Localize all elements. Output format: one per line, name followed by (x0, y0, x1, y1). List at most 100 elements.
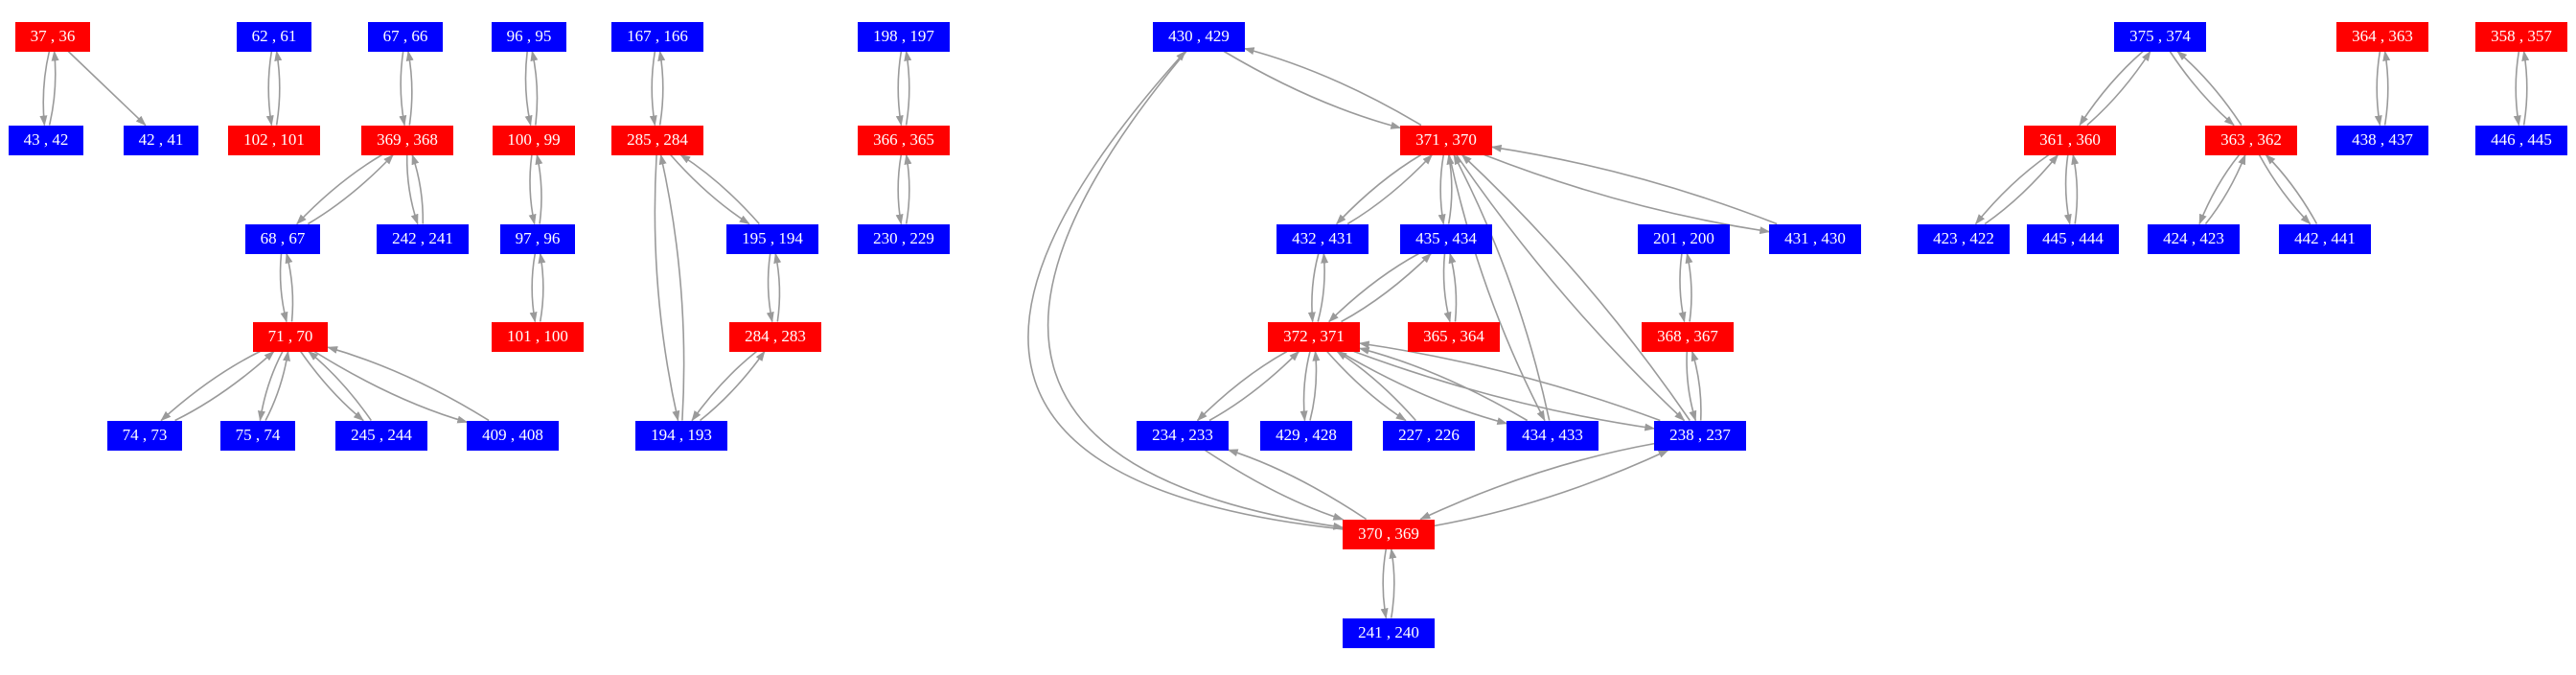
graph-edge (285, 252, 294, 322)
graph-edge (2382, 50, 2391, 126)
graph-node-n68_67: 68 , 67 (244, 223, 321, 254)
graph-node-n358_357: 358 , 357 (2475, 21, 2567, 52)
graph-node-n369_368: 369 , 368 (361, 125, 453, 155)
graph-edge (1227, 449, 1368, 521)
graph-edge (67, 50, 147, 127)
graph-edge (48, 50, 59, 126)
graph-edge (670, 153, 750, 225)
graph-edge (1223, 50, 1402, 129)
graph-node-n234_233: 234 , 233 (1137, 420, 1229, 451)
graph-node-n195_194: 195 , 194 (726, 223, 818, 254)
graph-edge (1984, 153, 2059, 225)
graph-edge (1300, 351, 1311, 422)
graph-edge (1328, 252, 1419, 323)
graph-edge (1434, 449, 1669, 527)
graph-node-n361_360: 361 , 360 (2024, 125, 2116, 155)
graph-edge (327, 346, 490, 422)
graph-node-n375_374: 375 , 374 (2114, 21, 2206, 52)
graph-edge (2374, 51, 2382, 127)
graph-node-n74_73: 74 , 73 (106, 420, 183, 451)
graph-node-n442_441: 442 , 441 (2279, 223, 2371, 254)
graph-node-n238_237: 238 , 237 (1654, 420, 1746, 451)
graph-edge (2204, 153, 2246, 225)
graph-node-n43_42: 43 , 42 (8, 125, 84, 155)
graph-edge (528, 154, 537, 225)
graph-edge (2513, 51, 2521, 127)
graph-edge (1046, 50, 1345, 530)
graph-node-n71_70: 71 , 70 (252, 321, 329, 352)
edge-group (39, 47, 2530, 619)
graph-edge (1484, 153, 1771, 235)
graph-edge (1243, 47, 1422, 127)
graph-edge (39, 51, 51, 127)
graph-edge (904, 50, 912, 126)
graph-node-n245_244: 245 , 244 (335, 420, 427, 451)
graph-edge (1974, 153, 2050, 225)
graph-edge (529, 253, 538, 323)
graph-node-n434_433: 434 , 433 (1506, 420, 1598, 451)
graph-edge (1336, 153, 1422, 225)
graph-node-n37_36: 37 , 36 (14, 21, 91, 52)
graph-edge (530, 50, 539, 126)
graph-edge (1442, 253, 1452, 323)
graph-edge (1389, 547, 1397, 618)
graph-edge (1341, 252, 1432, 323)
graph-edge (1027, 50, 1344, 530)
graph-edge (1453, 153, 1551, 421)
graph-edge (1358, 340, 1661, 422)
graph-edge (1448, 252, 1458, 322)
graph-edge (1208, 350, 1300, 422)
graph-edge (265, 51, 274, 127)
graph-edge (160, 350, 261, 422)
graph-node-n97_96: 97 , 96 (499, 223, 576, 254)
graph-edge (2079, 50, 2144, 127)
graph-edge (657, 50, 666, 126)
graph-node-n371_370: 371 , 370 (1400, 125, 1492, 155)
graph-node-n101_100: 101 , 100 (492, 321, 584, 352)
graph-edge (895, 154, 904, 225)
graph-edge (174, 350, 275, 422)
graph-edge (1358, 346, 1529, 422)
graph-edge (524, 51, 533, 127)
graph-edge (274, 50, 283, 126)
graph-edge (405, 154, 419, 225)
graph-node-n431_430: 431 , 430 (1769, 223, 1861, 254)
graph-edge (1685, 252, 1693, 322)
graph-node-n67_66: 67 , 66 (367, 21, 444, 52)
graph-edge (411, 153, 425, 224)
graph-node-n241_240: 241 , 240 (1343, 617, 1435, 648)
graph-edge (773, 252, 782, 322)
graph-edge (307, 153, 394, 225)
graph-node-n167_166: 167 , 166 (611, 21, 703, 52)
graph-edge (1307, 253, 1320, 323)
graph-edge (2169, 51, 2235, 127)
graph-edge (399, 51, 407, 127)
graph-edge (1336, 350, 1416, 422)
graph-node-n430_429: 430 , 429 (1153, 21, 1245, 52)
graph-edge (766, 253, 774, 323)
graph-node-n242_241: 242 , 241 (377, 223, 469, 254)
graph-edge (2265, 153, 2318, 224)
graph-node-n423_422: 423 , 422 (1918, 223, 2010, 254)
graph-edge (264, 350, 290, 421)
graph-edge (904, 153, 912, 224)
graph-edge (1686, 351, 1697, 422)
graph-edge (1204, 449, 1345, 521)
graph-edge (535, 153, 543, 224)
graph-edge (1419, 442, 1655, 521)
graph-node-n227_226: 227 , 226 (1383, 420, 1475, 451)
graph-node-n364_363: 364 , 363 (2336, 21, 2428, 52)
graph-node-n230_229: 230 , 229 (858, 223, 950, 254)
graph-node-n429_428: 429 , 428 (1260, 420, 1352, 451)
graph-node-n194_193: 194 , 193 (635, 420, 727, 451)
graph-node-n370_369: 370 , 369 (1343, 519, 1435, 549)
graph-edge (658, 153, 685, 421)
graph-edge (679, 153, 760, 225)
graph-edge (2071, 153, 2080, 224)
graph-node-n368_367: 368 , 367 (1642, 321, 1734, 352)
graph-node-n446_445: 446 , 445 (2475, 125, 2567, 155)
graph-edge (2176, 50, 2242, 126)
graph-edge (895, 51, 904, 127)
graph-edge (1456, 154, 1686, 422)
